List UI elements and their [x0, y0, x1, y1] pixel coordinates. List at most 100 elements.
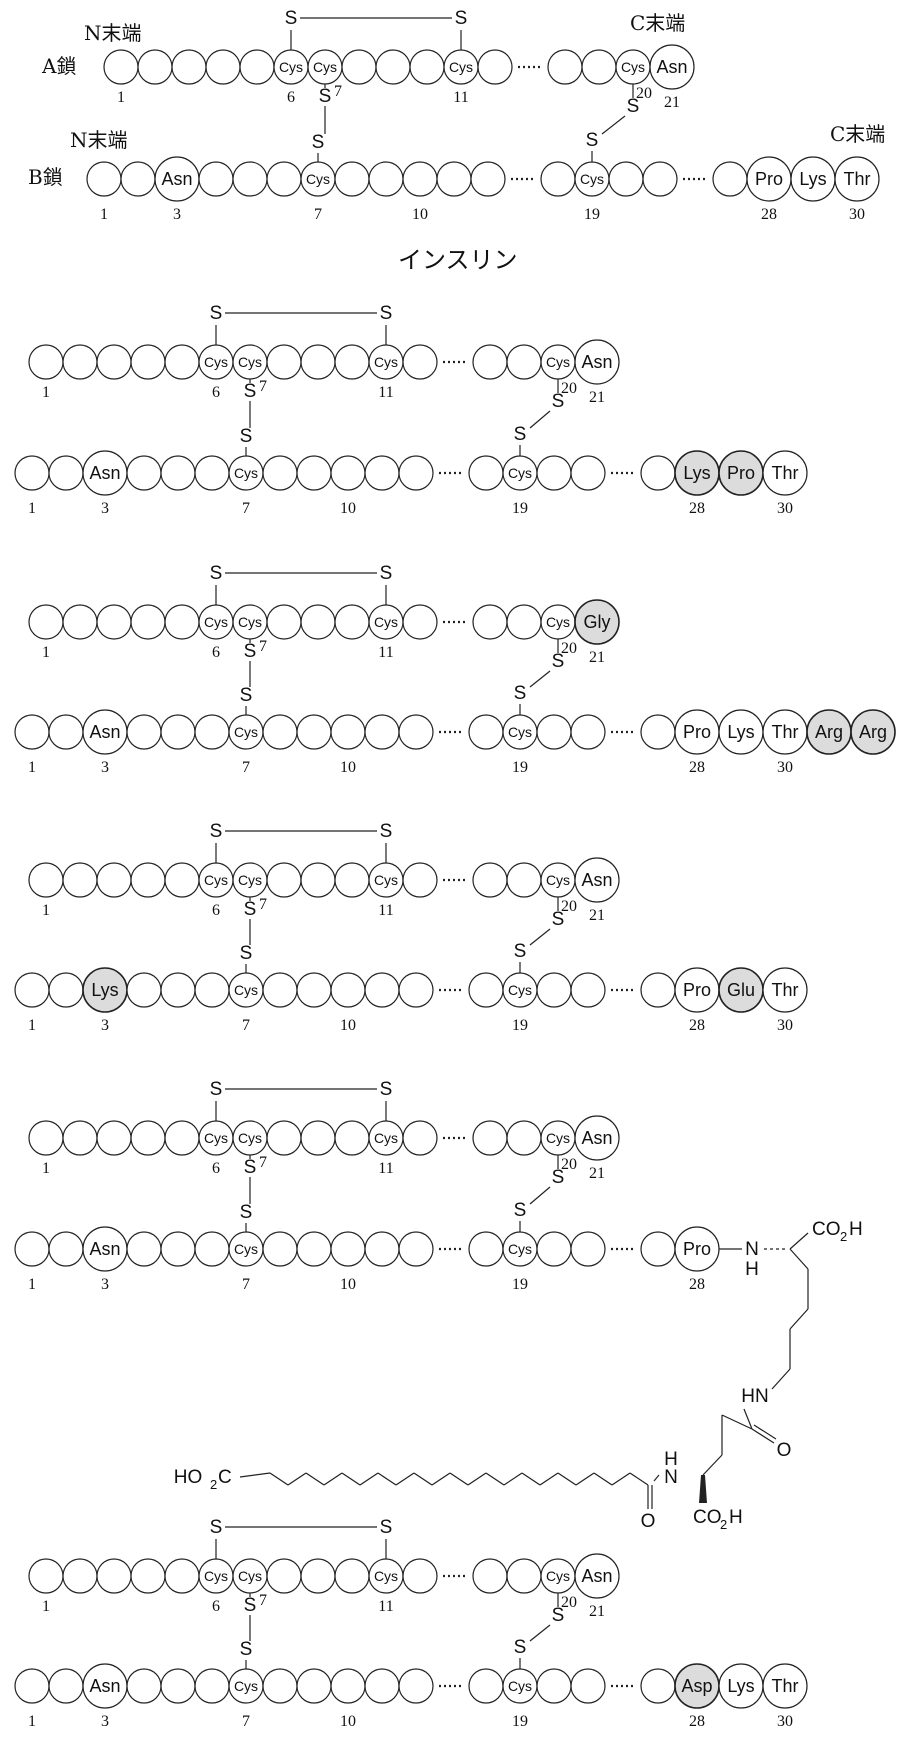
b7-sulfur: S: [240, 1202, 253, 1223]
b-num-3: 3: [101, 1017, 109, 1034]
b-residue-3-label: Asn: [89, 463, 120, 483]
b19-sulfur: S: [514, 1200, 527, 1221]
b-num-7: 7: [242, 500, 250, 517]
a20-sulfur: S: [552, 391, 565, 412]
b-num-28: 28: [689, 759, 705, 776]
fatty-chain-bond-10: [449, 1472, 469, 1486]
a6-sulfur: S: [210, 1079, 223, 1100]
a-residue-10: [334, 1120, 370, 1156]
b-residue-8: [262, 1668, 298, 1704]
a-chain-label: A鎖: [41, 54, 76, 78]
b-num-1: 1: [28, 759, 36, 776]
a-residue-11-label: Cys: [374, 354, 398, 370]
co2h-top-end: H: [849, 1219, 863, 1240]
b-residue-19-label: Cys: [508, 724, 532, 740]
a6-sulfur: S: [285, 8, 298, 29]
b-residue-28-label: Pro: [683, 722, 711, 742]
b-residue-21: [570, 455, 606, 491]
b-num-3: 3: [101, 1713, 109, 1730]
b-residue-30: [762, 450, 808, 496]
a-residue-7-label: Cys: [313, 59, 337, 75]
co2h-bottom-label: CO: [693, 1507, 722, 1528]
b-num-1: 1: [28, 500, 36, 517]
a-residue-19: [506, 862, 542, 898]
b-residue-29-label: Lys: [727, 722, 754, 742]
b19-sulfur: S: [514, 424, 527, 445]
a-residue-9: [300, 1558, 336, 1594]
a-residue-2: [62, 344, 98, 380]
fatty-chain-bond-7: [503, 1472, 523, 1486]
b-residue-11: [364, 714, 400, 750]
b-residue-1: [14, 1231, 50, 1267]
b-residue-10: [330, 714, 366, 750]
a11-sulfur: S: [455, 8, 468, 29]
b7-sulfur: S: [240, 685, 253, 706]
b-residue-4: [126, 1231, 162, 1267]
a-residue-21-label: Asn: [581, 1566, 612, 1586]
a-residue-3: [96, 1120, 132, 1156]
a-residue-19: [506, 1558, 542, 1594]
a-residue-8: [341, 49, 377, 85]
b-residue-2: [120, 161, 156, 197]
a-residue-9: [300, 862, 336, 898]
b-residue-3-label: Asn: [161, 169, 192, 189]
a-residue-6-label: Cys: [204, 614, 228, 630]
b-residue-21: [642, 161, 678, 197]
b-residue-12: [398, 455, 434, 491]
amide-o-label: O: [777, 1440, 792, 1461]
b-residue-18: [468, 455, 504, 491]
b-residue-6: [266, 161, 302, 197]
a20-sulfur: S: [627, 96, 640, 117]
fatty-chain-bond-3: [575, 1472, 595, 1486]
a-num-1: 1: [42, 1160, 50, 1177]
b-num-30: 30: [777, 759, 793, 776]
a-residue-20-label: Cys: [546, 872, 570, 888]
b-residue-18: [468, 972, 504, 1008]
b-num-10: 10: [340, 1713, 356, 1730]
b-residue-30-label: Thr: [772, 463, 799, 483]
b-residue-9: [296, 1668, 332, 1704]
a-num-1: 1: [117, 89, 125, 106]
a-residue-9: [300, 604, 336, 640]
a-num-11: 11: [378, 1160, 393, 1177]
nh-h-label: H: [745, 1259, 759, 1280]
a-residue-11-label: Cys: [374, 872, 398, 888]
ho2c-sub: 2: [210, 1477, 217, 1492]
b-residue-21: [570, 1668, 606, 1704]
diagram-title: インスリン: [398, 246, 518, 274]
a6-sulfur: S: [210, 563, 223, 584]
alpha-co2h-bond: [789, 1232, 809, 1250]
b-residue-8: [262, 1231, 298, 1267]
b-residue-3-label: Asn: [89, 1239, 120, 1259]
a-residue-5: [239, 49, 275, 85]
a-num-7: 7: [259, 378, 267, 395]
a-residue-2: [137, 49, 173, 85]
a-residue-12: [402, 1558, 438, 1594]
b-residue-6: [194, 1668, 230, 1704]
fatty-chain-bond-14: [377, 1472, 397, 1486]
b-residue-9: [368, 161, 404, 197]
a-num-1: 1: [42, 644, 50, 661]
b-num-19: 19: [584, 206, 600, 223]
b-residue-6: [194, 455, 230, 491]
a-residue-12: [402, 862, 438, 898]
a-residue-19: [506, 1120, 542, 1156]
b-residue-18: [540, 161, 576, 197]
b-residue-10: [330, 972, 366, 1008]
b-num-28: 28: [689, 500, 705, 517]
a-chain-c-terminal-label: C末端: [630, 11, 685, 35]
a-residue-3: [171, 49, 207, 85]
b-chain-n-terminal-label: N末端: [70, 128, 128, 152]
b-residue-7-label: Cys: [234, 1678, 258, 1694]
a-residue-8: [266, 344, 302, 380]
b-residue-30-label: Thr: [772, 1676, 799, 1696]
a-residue-18: [547, 49, 583, 85]
a-residue-7-label: Cys: [238, 872, 262, 888]
b-residue-12: [398, 1231, 434, 1267]
a-num-7: 7: [259, 638, 267, 655]
b-residue-8: [262, 455, 298, 491]
